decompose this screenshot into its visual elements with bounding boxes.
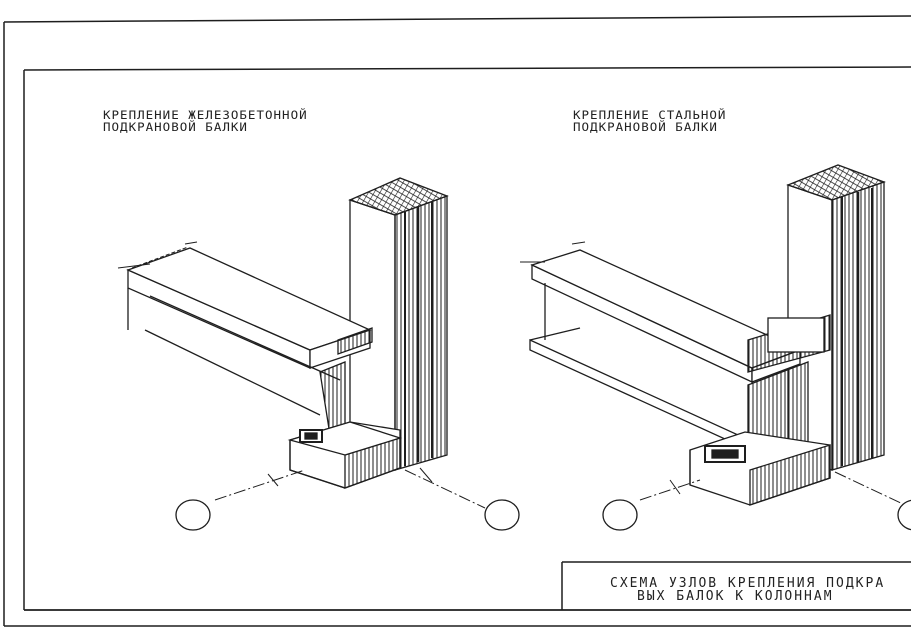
sheet-frame xyxy=(3,15,911,627)
axis-lines-left xyxy=(214,467,486,509)
crane-beam-left xyxy=(117,241,373,436)
axis-marker-right-1 xyxy=(602,499,638,531)
console-left xyxy=(287,421,403,489)
console-right xyxy=(689,431,831,506)
concrete-column-left xyxy=(348,177,449,471)
steel-beam-right xyxy=(520,241,831,471)
caption-left-line1: КРЕПЛЕНИЕ ЖЕЛЕЗОБЕТОННОЙ xyxy=(103,107,308,122)
axis-lines-right xyxy=(639,471,906,506)
right-node-drawing xyxy=(520,164,911,531)
title-line1: СХЕМА УЗЛОВ КРЕПЛЕНИЯ ПОДКРА xyxy=(610,576,886,591)
axis-marker-left-1 xyxy=(175,499,211,531)
title-line2: ВЫХ БАЛОК К КОЛОННАМ xyxy=(637,589,834,604)
caption-right-line2: ПОДКРАНОВОЙ БАЛКИ xyxy=(573,119,718,134)
axis-marker-left-2 xyxy=(484,499,520,531)
axis-marker-right-2 xyxy=(897,499,911,531)
caption-left-line2: ПОДКРАНОВОЙ БАЛКИ xyxy=(103,119,248,134)
caption-right-line1: КРЕПЛЕНИЕ СТАЛЬНОЙ xyxy=(573,107,727,122)
title-block xyxy=(561,561,911,610)
left-node-drawing xyxy=(117,177,520,531)
